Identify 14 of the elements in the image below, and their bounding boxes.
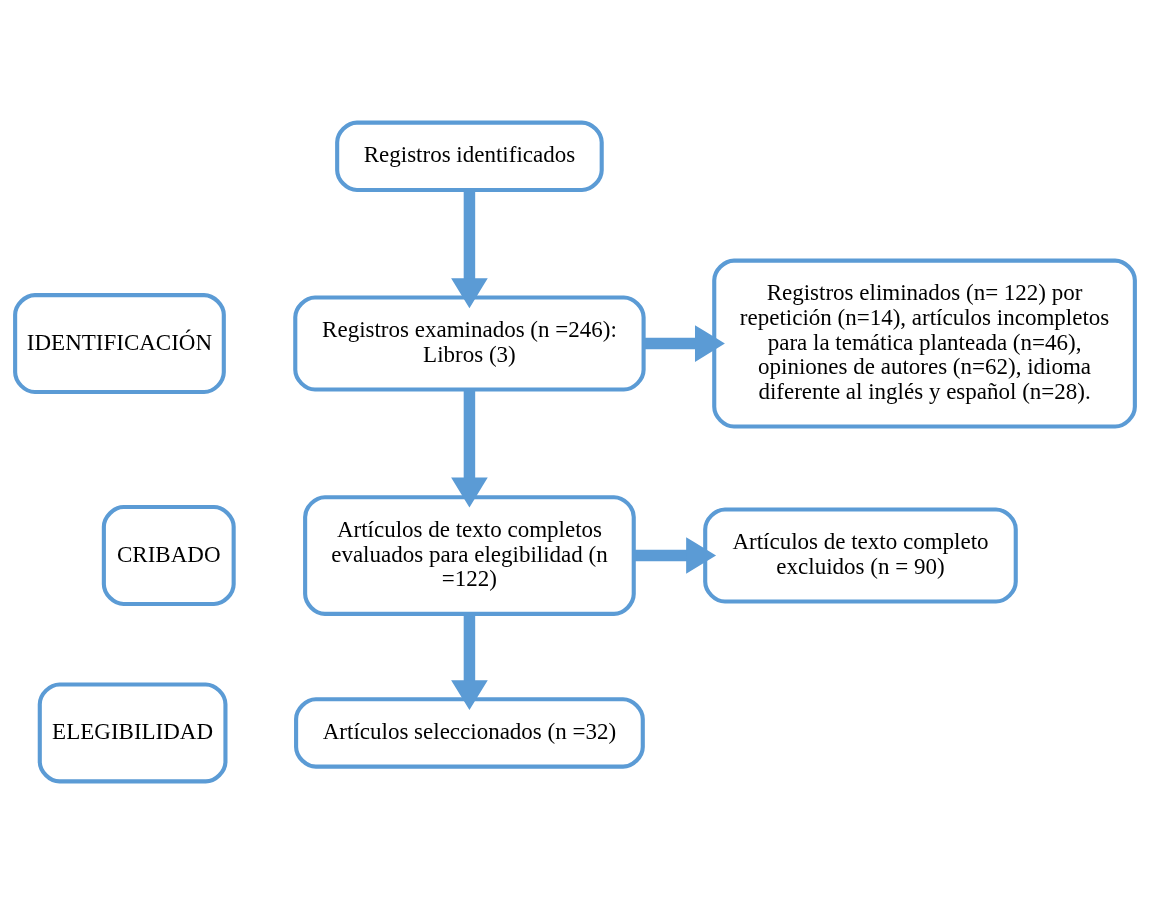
arrow (634, 536, 717, 574)
node-box: Registros eliminados (n= 122) por repetición (n=14), artículos incompletos para la temática planteada (n=46), opiniones de autores (n=62), idioma diferente al inglés y español (n=28). (712, 258, 1137, 429)
node-box: Artículos de texto completo excluidos (n = 90) (703, 506, 1018, 604)
node-box: ELEGIBILIDAD (37, 681, 228, 783)
node-box: IDENTIFICACIÓN (13, 292, 226, 394)
arrow (643, 324, 725, 362)
node-box: CRIBADO (101, 504, 236, 606)
arrow (451, 189, 488, 308)
node-box: Artículos seleccionados (n =32) (294, 696, 645, 769)
arrow (451, 613, 488, 710)
node-box: Registros identificados (335, 120, 604, 192)
node-box: Artículos de texto completos evaluados para elegibilidad (n =122) (303, 494, 636, 616)
arrow (451, 389, 488, 507)
node-box: Registros examinados (n =246): Libros (3) (293, 295, 646, 392)
